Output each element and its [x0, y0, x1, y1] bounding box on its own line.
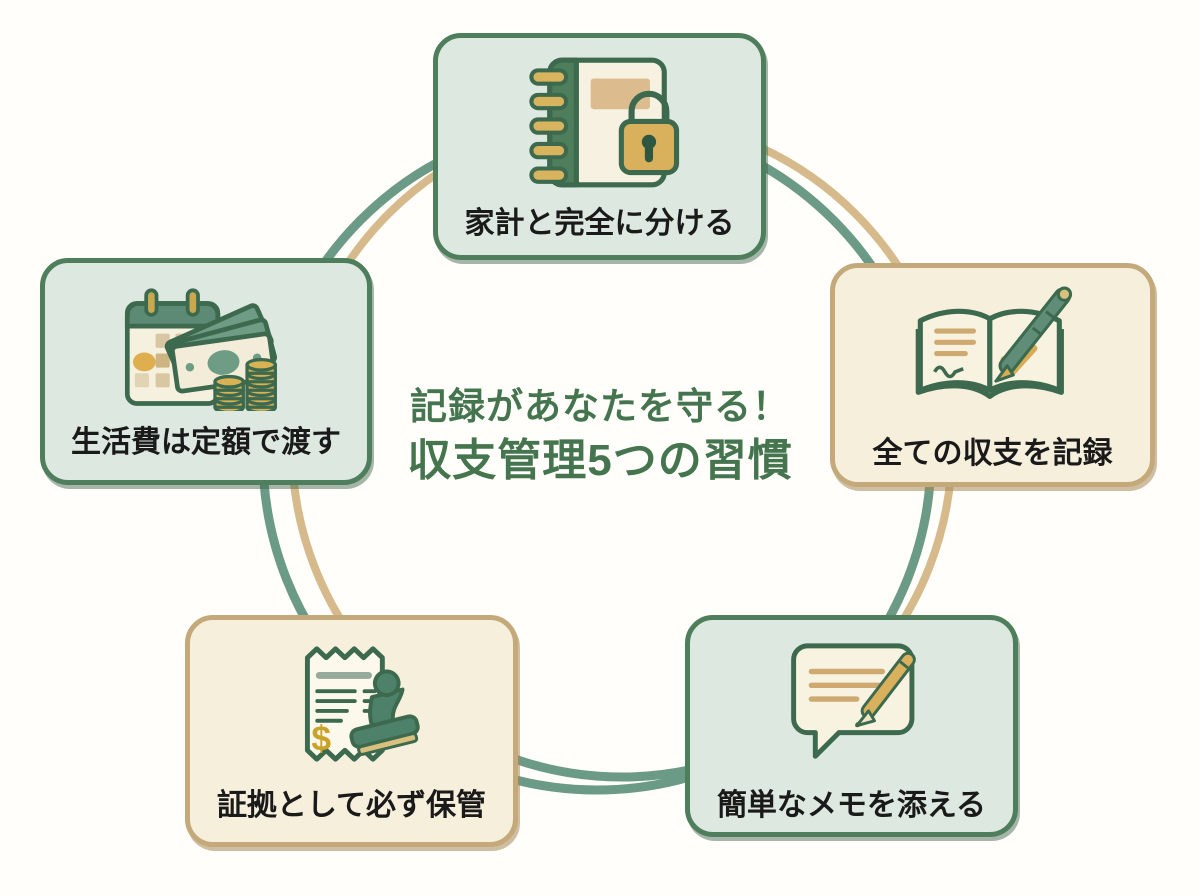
card-label: 全ての収支を記録	[872, 437, 1113, 470]
title-line-1: 記録があなたを守る！	[410, 386, 790, 427]
card-label: 生活費は定額で渡す	[71, 426, 341, 459]
card-record-everything: 全ての収支を記録	[830, 263, 1155, 487]
card-attach-memo: 簡単なメモを添える	[685, 615, 1018, 837]
svg-text:$: $	[311, 718, 331, 758]
card-fixed-living-allowance: 生活費は定額で渡す	[40, 258, 372, 485]
card-keep-as-evidence: $ 証拠として必ず保管	[185, 615, 518, 847]
page-title: 記録があなたを守る！ 収支管理5つの習慣	[250, 388, 950, 483]
card-label: 証拠として必ず保管	[216, 789, 487, 822]
calendar-money-icon	[125, 288, 278, 411]
card-label: 家計と完全に分ける	[464, 207, 735, 240]
receipt-stamp-icon: $	[304, 646, 420, 762]
ring-teal-bottom-arc	[287, 112, 957, 782]
card-separate-from-household: 家計と完全に分ける	[433, 33, 766, 260]
memo-pencil-icon	[790, 643, 916, 759]
open-book-pen-icon	[915, 286, 1072, 399]
notebook-lock-icon	[528, 57, 679, 188]
title-line-2: 収支管理5つの習慣	[407, 436, 793, 485]
card-label: 簡単なメモを添える	[716, 789, 987, 822]
